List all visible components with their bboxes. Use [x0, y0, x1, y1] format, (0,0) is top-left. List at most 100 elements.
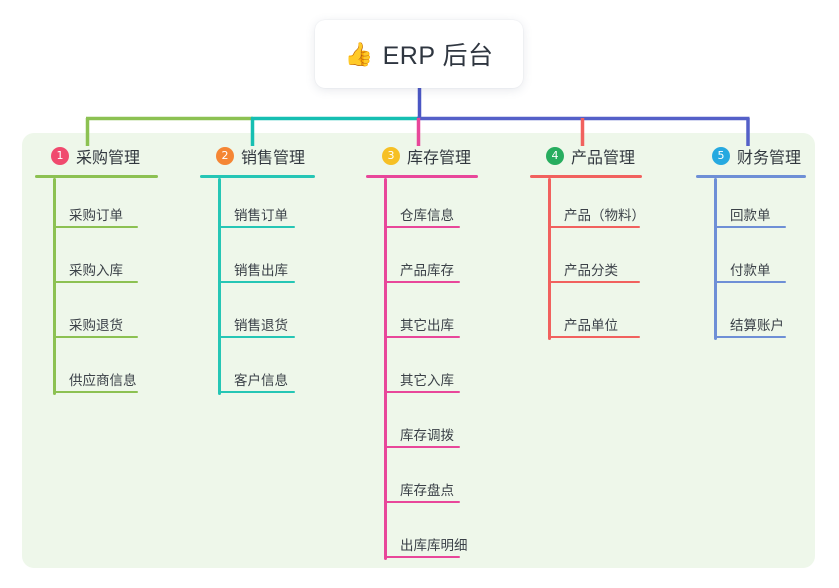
branch-underline-2: [200, 175, 315, 178]
branch-item-underline: [384, 556, 460, 558]
branch-item-underline: [53, 336, 138, 338]
branch-underline-1: [35, 175, 158, 178]
branch-item[interactable]: 回款单: [696, 178, 806, 233]
branch-item[interactable]: 采购入库: [35, 233, 158, 288]
branch-item-label: 结算账户: [730, 318, 784, 333]
branch-header-1[interactable]: 1 采购管理: [35, 143, 158, 169]
branch-item-underline: [218, 391, 295, 393]
branch-item-label: 产品库存: [400, 263, 454, 278]
branch-badge-1: 1: [51, 147, 69, 165]
branch-title-4: 产品管理: [571, 150, 636, 167]
branch-item-label: 产品（物料）: [564, 208, 645, 223]
branch-items-2: 销售订单销售出库销售退货客户信息: [200, 178, 315, 398]
branch-item-underline: [384, 226, 460, 228]
branch-item-label: 库存调拨: [400, 428, 454, 443]
branch-underline-4: [530, 175, 642, 178]
branch-item-underline: [53, 281, 138, 283]
branch-badge-5: 5: [712, 147, 730, 165]
branch-title-3: 库存管理: [407, 150, 472, 167]
branch-column-1[interactable]: 1 采购管理采购订单采购入库采购退货供应商信息: [35, 143, 158, 398]
branch-item[interactable]: 产品（物料）: [530, 178, 645, 233]
branch-spine-5: [714, 178, 717, 340]
branch-underline-3: [366, 175, 478, 178]
branch-item[interactable]: 销售出库: [200, 233, 315, 288]
branch-item-underline: [548, 281, 640, 283]
branch-item-label: 库存盘点: [400, 483, 454, 498]
root-node[interactable]: 👍 ERP 后台: [315, 20, 523, 88]
branch-item-underline: [384, 501, 460, 503]
branch-header-2[interactable]: 2 销售管理: [200, 143, 315, 169]
branch-item[interactable]: 产品库存: [366, 233, 478, 288]
branch-item-underline: [218, 336, 295, 338]
branch-item-label: 客户信息: [234, 373, 288, 388]
branch-title-2: 销售管理: [241, 150, 306, 167]
branch-header-3[interactable]: 3 库存管理: [366, 143, 478, 169]
branch-item[interactable]: 产品单位: [530, 288, 642, 343]
branch-item[interactable]: 库存盘点: [366, 453, 478, 508]
branch-item[interactable]: 结算账户: [696, 288, 806, 343]
branch-title-1: 采购管理: [76, 150, 141, 167]
branch-item-underline: [714, 281, 786, 283]
branch-badge-3: 3: [382, 147, 400, 165]
branch-items-1: 采购订单采购入库采购退货供应商信息: [35, 178, 158, 398]
root-title: ERP 后台: [382, 42, 494, 70]
branch-underline-5: [696, 175, 806, 178]
branch-spine-4: [548, 178, 551, 340]
branch-item[interactable]: 其它入库: [366, 343, 478, 398]
branch-item[interactable]: 客户信息: [200, 343, 315, 398]
branch-item-label: 回款单: [730, 208, 771, 223]
branch-item-underline: [548, 336, 640, 338]
branch-item-underline: [53, 226, 138, 228]
branch-column-3[interactable]: 3 库存管理仓库信息产品库存其它出库其它入库库存调拨库存盘点出库库明细: [366, 143, 478, 563]
branch-item-label: 产品单位: [564, 318, 618, 333]
branch-item-label: 销售订单: [234, 208, 288, 223]
branch-item-label: 销售退货: [234, 318, 288, 333]
thumbs-up-icon: 👍: [344, 40, 374, 67]
branch-item-label: 采购订单: [69, 208, 123, 223]
branch-item-label: 出库库明细: [400, 538, 468, 553]
branch-items-5: 回款单付款单结算账户: [696, 178, 806, 343]
branch-item-label: 付款单: [730, 263, 771, 278]
branch-item-underline: [384, 446, 460, 448]
branch-item-label: 供应商信息: [69, 373, 137, 388]
branch-spine-3: [384, 178, 387, 560]
branch-header-4[interactable]: 4 产品管理: [530, 143, 642, 169]
branch-item-underline: [218, 281, 295, 283]
branch-item[interactable]: 采购退货: [35, 288, 158, 343]
branch-item[interactable]: 产品分类: [530, 233, 642, 288]
branch-item[interactable]: 其它出库: [366, 288, 478, 343]
branch-item[interactable]: 库存调拨: [366, 398, 478, 453]
branch-column-2[interactable]: 2 销售管理销售订单销售出库销售退货客户信息: [200, 143, 315, 398]
branch-item-label: 采购退货: [69, 318, 123, 333]
branch-badge-4: 4: [546, 147, 564, 165]
branch-item[interactable]: 仓库信息: [366, 178, 478, 233]
branch-item[interactable]: 销售退货: [200, 288, 315, 343]
branch-spine-2: [218, 178, 221, 395]
branch-badge-2: 2: [216, 147, 234, 165]
branch-item-underline: [53, 391, 138, 393]
branches-panel: [22, 133, 815, 568]
branch-item[interactable]: 供应商信息: [35, 343, 158, 398]
branch-header-5[interactable]: 5 财务管理: [696, 143, 806, 169]
branch-item-label: 采购入库: [69, 263, 123, 278]
branch-item[interactable]: 销售订单: [200, 178, 315, 233]
branch-column-5[interactable]: 5 财务管理回款单付款单结算账户: [696, 143, 806, 343]
branch-item[interactable]: 出库库明细: [366, 508, 478, 563]
branch-item-label: 仓库信息: [400, 208, 454, 223]
branch-items-4: 产品（物料） 产品分类产品单位: [530, 178, 645, 343]
branch-item-label: 其它出库: [400, 318, 454, 333]
branch-item-underline: [384, 281, 460, 283]
branch-item[interactable]: 采购订单: [35, 178, 158, 233]
branch-title-5: 财务管理: [737, 150, 802, 167]
branch-spine-1: [53, 178, 56, 395]
branch-item-underline: [384, 336, 460, 338]
branch-item-underline: [218, 226, 295, 228]
branch-item-label: 其它入库: [400, 373, 454, 388]
branch-item[interactable]: 付款单: [696, 233, 806, 288]
branch-items-3: 仓库信息产品库存其它出库其它入库库存调拨库存盘点出库库明细: [366, 178, 478, 563]
branch-item-underline: [714, 336, 786, 338]
branch-column-4[interactable]: 4 产品管理产品（物料） 产品分类产品单位: [530, 143, 645, 343]
branch-item-underline: [384, 391, 460, 393]
root-label: 👍 ERP 后台: [344, 36, 493, 72]
